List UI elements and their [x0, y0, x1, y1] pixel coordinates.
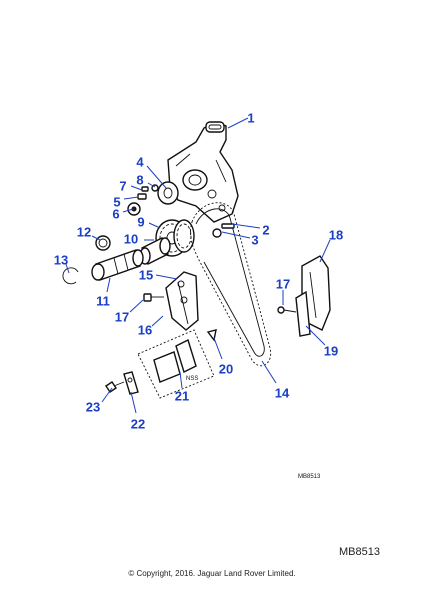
- callout-23: 23: [86, 399, 100, 414]
- callout-leader-2: [221, 231, 251, 239]
- callout-8: 8: [136, 172, 143, 187]
- callout-12: 12: [77, 224, 91, 239]
- callout-15: 15: [139, 267, 153, 282]
- callout-leader-7: [147, 182, 156, 188]
- callout-leader-13: [261, 360, 277, 384]
- callout-4: 4: [136, 154, 144, 169]
- timing-cover-bracket: [167, 121, 239, 223]
- callout-leader-16: [129, 299, 144, 313]
- chain-guide-left: [165, 271, 199, 331]
- chain-bolts: [212, 223, 235, 238]
- callout-2: 2: [262, 222, 269, 237]
- callout-leader-3: [146, 165, 167, 189]
- mounting-bolt: [105, 381, 125, 393]
- callout-leader-19: [305, 325, 326, 346]
- callout-leader-22: [130, 391, 137, 414]
- callout-6: 6: [112, 206, 119, 221]
- callout-leader-8: [148, 222, 161, 229]
- bush-sleeve: [139, 237, 171, 265]
- svg-text:NSS: NSS: [186, 376, 198, 382]
- callout-10: 10: [124, 231, 138, 246]
- callout-leader-12: [65, 263, 70, 274]
- chain-damper-right: [295, 255, 331, 337]
- callout-5: 5: [113, 194, 120, 209]
- washer-ring: [95, 235, 111, 251]
- callout-17: 17: [115, 309, 129, 324]
- callout-18: 18: [329, 227, 343, 242]
- callout-leader-20: [213, 337, 223, 360]
- callout-leader-5: [122, 208, 134, 213]
- callout-leader-23: [101, 387, 113, 403]
- gear-sprocket: [155, 219, 195, 257]
- callout-20: 20: [219, 361, 233, 376]
- callout-7: 7: [119, 178, 126, 193]
- inner-ref-code: MB8513: [298, 474, 321, 480]
- callout-14: 14: [275, 385, 290, 400]
- callout-leader-14: [155, 274, 178, 280]
- callout-leader-11: [91, 235, 101, 241]
- callout-leader-21: [179, 371, 183, 389]
- guide-bolt-left: [143, 293, 164, 302]
- guide-bolt-right: [277, 306, 297, 314]
- circlip: [62, 267, 79, 285]
- sprocket-washer: [157, 181, 179, 205]
- small-fasteners: [127, 184, 159, 216]
- callout-leader-15: [151, 315, 164, 327]
- callout-9: 9: [137, 214, 144, 229]
- nss-assembly: NSS: [137, 329, 215, 399]
- callout-leader-18: [319, 239, 331, 263]
- callout-leader-1: [231, 223, 261, 229]
- callout-22: 22: [131, 416, 145, 431]
- callout-19: 19: [324, 343, 338, 358]
- reference-code: MB8513: [339, 546, 380, 558]
- callout-21: 21: [175, 388, 189, 403]
- callout-11: 11: [96, 293, 110, 308]
- callout-17: 17: [276, 276, 290, 291]
- copyright-notice: © Copyright, 2016. Jaguar Land Rover Lim…: [128, 569, 296, 578]
- callout-13: 13: [54, 252, 68, 267]
- callout-3: 3: [251, 232, 258, 247]
- guide-pin: [206, 329, 217, 342]
- callout-leader-4: [123, 196, 139, 200]
- callout-16: 16: [138, 322, 152, 337]
- callout-leader-6: [130, 185, 143, 191]
- callout-1: 1: [247, 110, 254, 125]
- callout-leader-10: [106, 277, 111, 293]
- tensioner-body: [91, 249, 144, 281]
- timing-chain: [189, 202, 272, 367]
- callout-leader-0: [227, 117, 249, 129]
- mounting-plate: [123, 371, 139, 395]
